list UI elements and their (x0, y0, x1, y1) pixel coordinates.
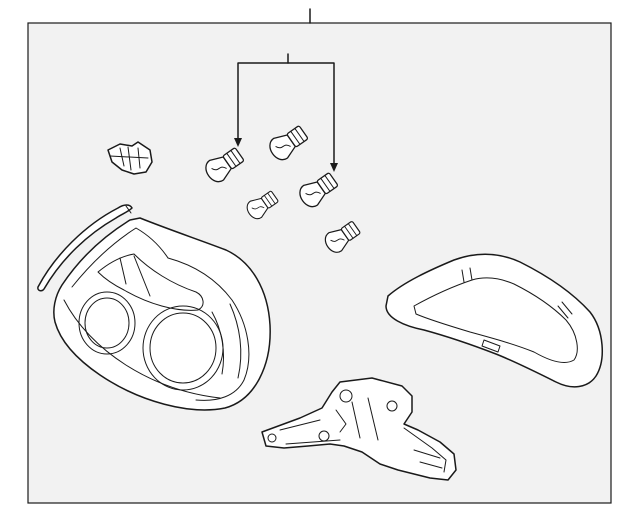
seal-strip-icon (37, 204, 133, 292)
socket-bracket-icon (261, 377, 457, 481)
bulb-2-icon (269, 125, 309, 161)
clip-icon (107, 141, 153, 175)
bulb-4-icon (246, 190, 279, 220)
bulb-1-icon (205, 147, 245, 183)
bulb-5-icon (324, 221, 361, 253)
bulb-leader-bracket (234, 53, 338, 172)
bulb-3-icon (299, 172, 339, 208)
gasket-icon (385, 253, 603, 388)
lamp-assembly-icon (53, 217, 271, 411)
